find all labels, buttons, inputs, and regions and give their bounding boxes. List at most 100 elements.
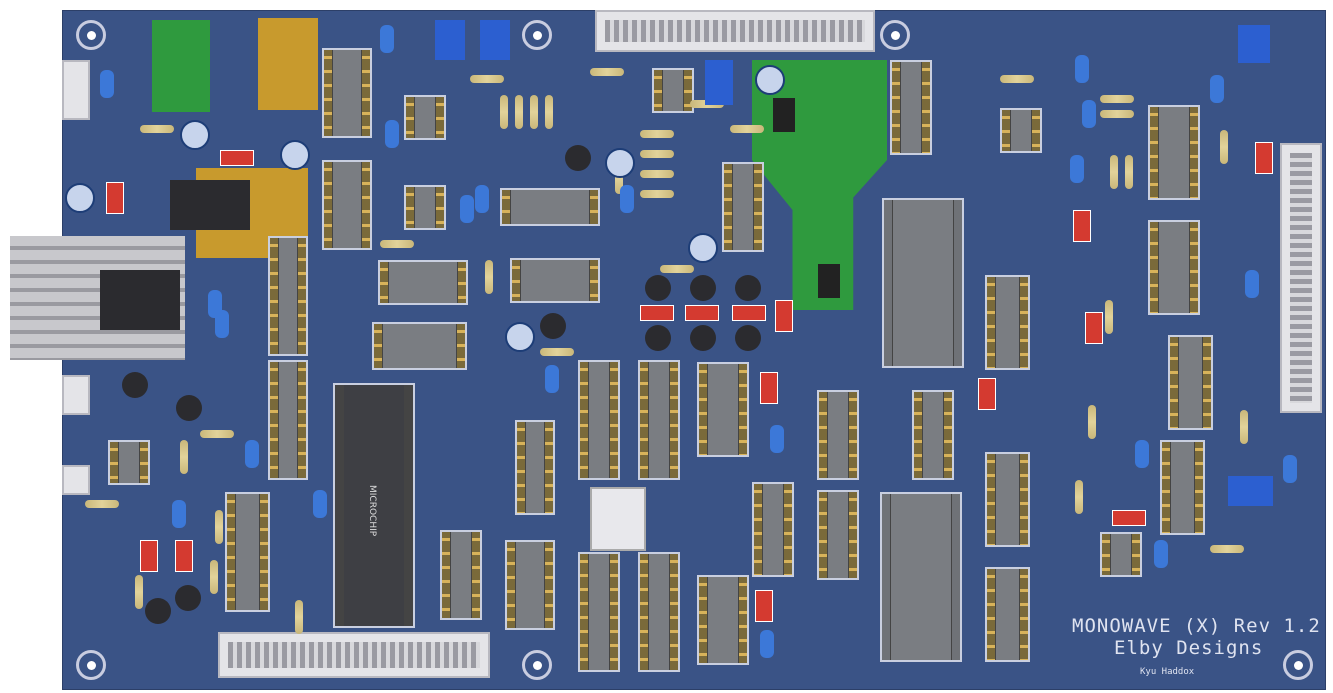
ic-dip: [985, 452, 1030, 547]
voltage-regulator: [100, 270, 180, 330]
electrolytic-capacitor: [755, 65, 785, 95]
resistor: [1075, 480, 1083, 514]
capacitor: [760, 630, 774, 658]
ic-dip: [322, 48, 372, 138]
red-capacitor: [640, 305, 674, 321]
electrolytic-capacitor: [505, 322, 535, 352]
red-capacitor: [732, 305, 766, 321]
red-capacitor: [978, 378, 996, 410]
mounting-hole: [880, 20, 910, 50]
transistor: [565, 145, 591, 171]
oscillator: [590, 487, 646, 551]
resistor: [1240, 410, 1248, 444]
ic-dip: [500, 188, 600, 226]
resistor: [1125, 155, 1133, 189]
resistor: [590, 68, 624, 76]
mounting-hole: [522, 20, 552, 50]
red-capacitor: [1112, 510, 1146, 526]
ic-dip: [510, 258, 600, 303]
capacitor: [313, 490, 327, 518]
capacitor: [1070, 155, 1084, 183]
resistor: [640, 190, 674, 198]
capacitor: [100, 70, 114, 98]
ic-40pin: [880, 492, 962, 662]
ic-dip: [378, 260, 468, 305]
electrolytic-capacitor: [180, 120, 210, 150]
microchip-logo: MICROCHIP: [367, 485, 377, 537]
capacitor: [475, 185, 489, 213]
resistor: [485, 260, 493, 294]
resistor: [1088, 405, 1096, 439]
ribbon-header-right[interactable]: [1280, 143, 1322, 413]
dc-dc-module: [152, 20, 210, 112]
connector[interactable]: [62, 465, 90, 495]
capacitor: [460, 195, 474, 223]
ic-dip: [697, 575, 749, 665]
resistor: [730, 125, 764, 133]
red-capacitor: [775, 300, 793, 332]
smd-chip: [773, 98, 795, 132]
ic-dip: [985, 567, 1030, 662]
ic-dip: [1148, 105, 1200, 200]
resistor: [540, 348, 574, 356]
transistor: [145, 598, 171, 624]
capacitor: [215, 310, 229, 338]
electrolytic-capacitor: [688, 233, 718, 263]
electrolytic-capacitor: [280, 140, 310, 170]
ic-dip: [817, 490, 859, 580]
ic-dip: [890, 60, 932, 155]
resistor: [640, 170, 674, 178]
ic-dip: [404, 185, 446, 230]
red-capacitor: [220, 150, 254, 166]
ic-dip: [1168, 335, 1213, 430]
resistor: [1105, 300, 1113, 334]
mounting-hole: [1283, 650, 1313, 680]
resistor: [200, 430, 234, 438]
red-capacitor: [1073, 210, 1091, 242]
red-capacitor: [1085, 312, 1103, 344]
capacitor: [172, 500, 186, 528]
resistor: [135, 575, 143, 609]
capacitor: [1210, 75, 1224, 103]
board-maker: Elby Designs: [1114, 637, 1264, 659]
microcontroller: MICROCHIP: [333, 383, 415, 628]
ic-dip: [1148, 220, 1200, 315]
ic-dip: [1160, 440, 1205, 535]
red-capacitor: [175, 540, 193, 572]
resistor: [215, 510, 223, 544]
regulator-tab: [258, 18, 318, 110]
red-capacitor: [760, 372, 778, 404]
ribbon-header-top[interactable]: [595, 10, 875, 52]
ribbon-header-bottom[interactable]: [218, 632, 490, 678]
resistor: [380, 240, 414, 248]
ic-dip: [515, 420, 555, 515]
capacitor: [380, 25, 394, 53]
red-capacitor: [755, 590, 773, 622]
ic-dip: [505, 540, 555, 630]
capacitor: [1245, 270, 1259, 298]
resistor: [1210, 545, 1244, 553]
capacitor: [620, 185, 634, 213]
ic-dip: [722, 162, 764, 252]
resistor: [1000, 75, 1034, 83]
ic-dip: [652, 68, 694, 113]
ic-40pin: [882, 198, 964, 368]
resistor: [1100, 95, 1134, 103]
transistor: [645, 325, 671, 351]
red-capacitor: [106, 182, 124, 214]
ic-dip: [322, 160, 372, 250]
ic-dip: [1000, 108, 1042, 153]
resistor: [660, 265, 694, 273]
ic-dip: [638, 552, 680, 672]
connector[interactable]: [62, 375, 90, 415]
ic-dip: [578, 360, 620, 480]
ic-dip: [268, 236, 308, 356]
connector[interactable]: [62, 60, 90, 120]
ic-dip: [817, 390, 859, 480]
capacitor: [245, 440, 259, 468]
trimmer-potentiometer: [480, 20, 510, 60]
ic-dip: [697, 362, 749, 457]
capacitor: [1135, 440, 1149, 468]
resistor: [515, 95, 523, 129]
capacitor: [770, 425, 784, 453]
